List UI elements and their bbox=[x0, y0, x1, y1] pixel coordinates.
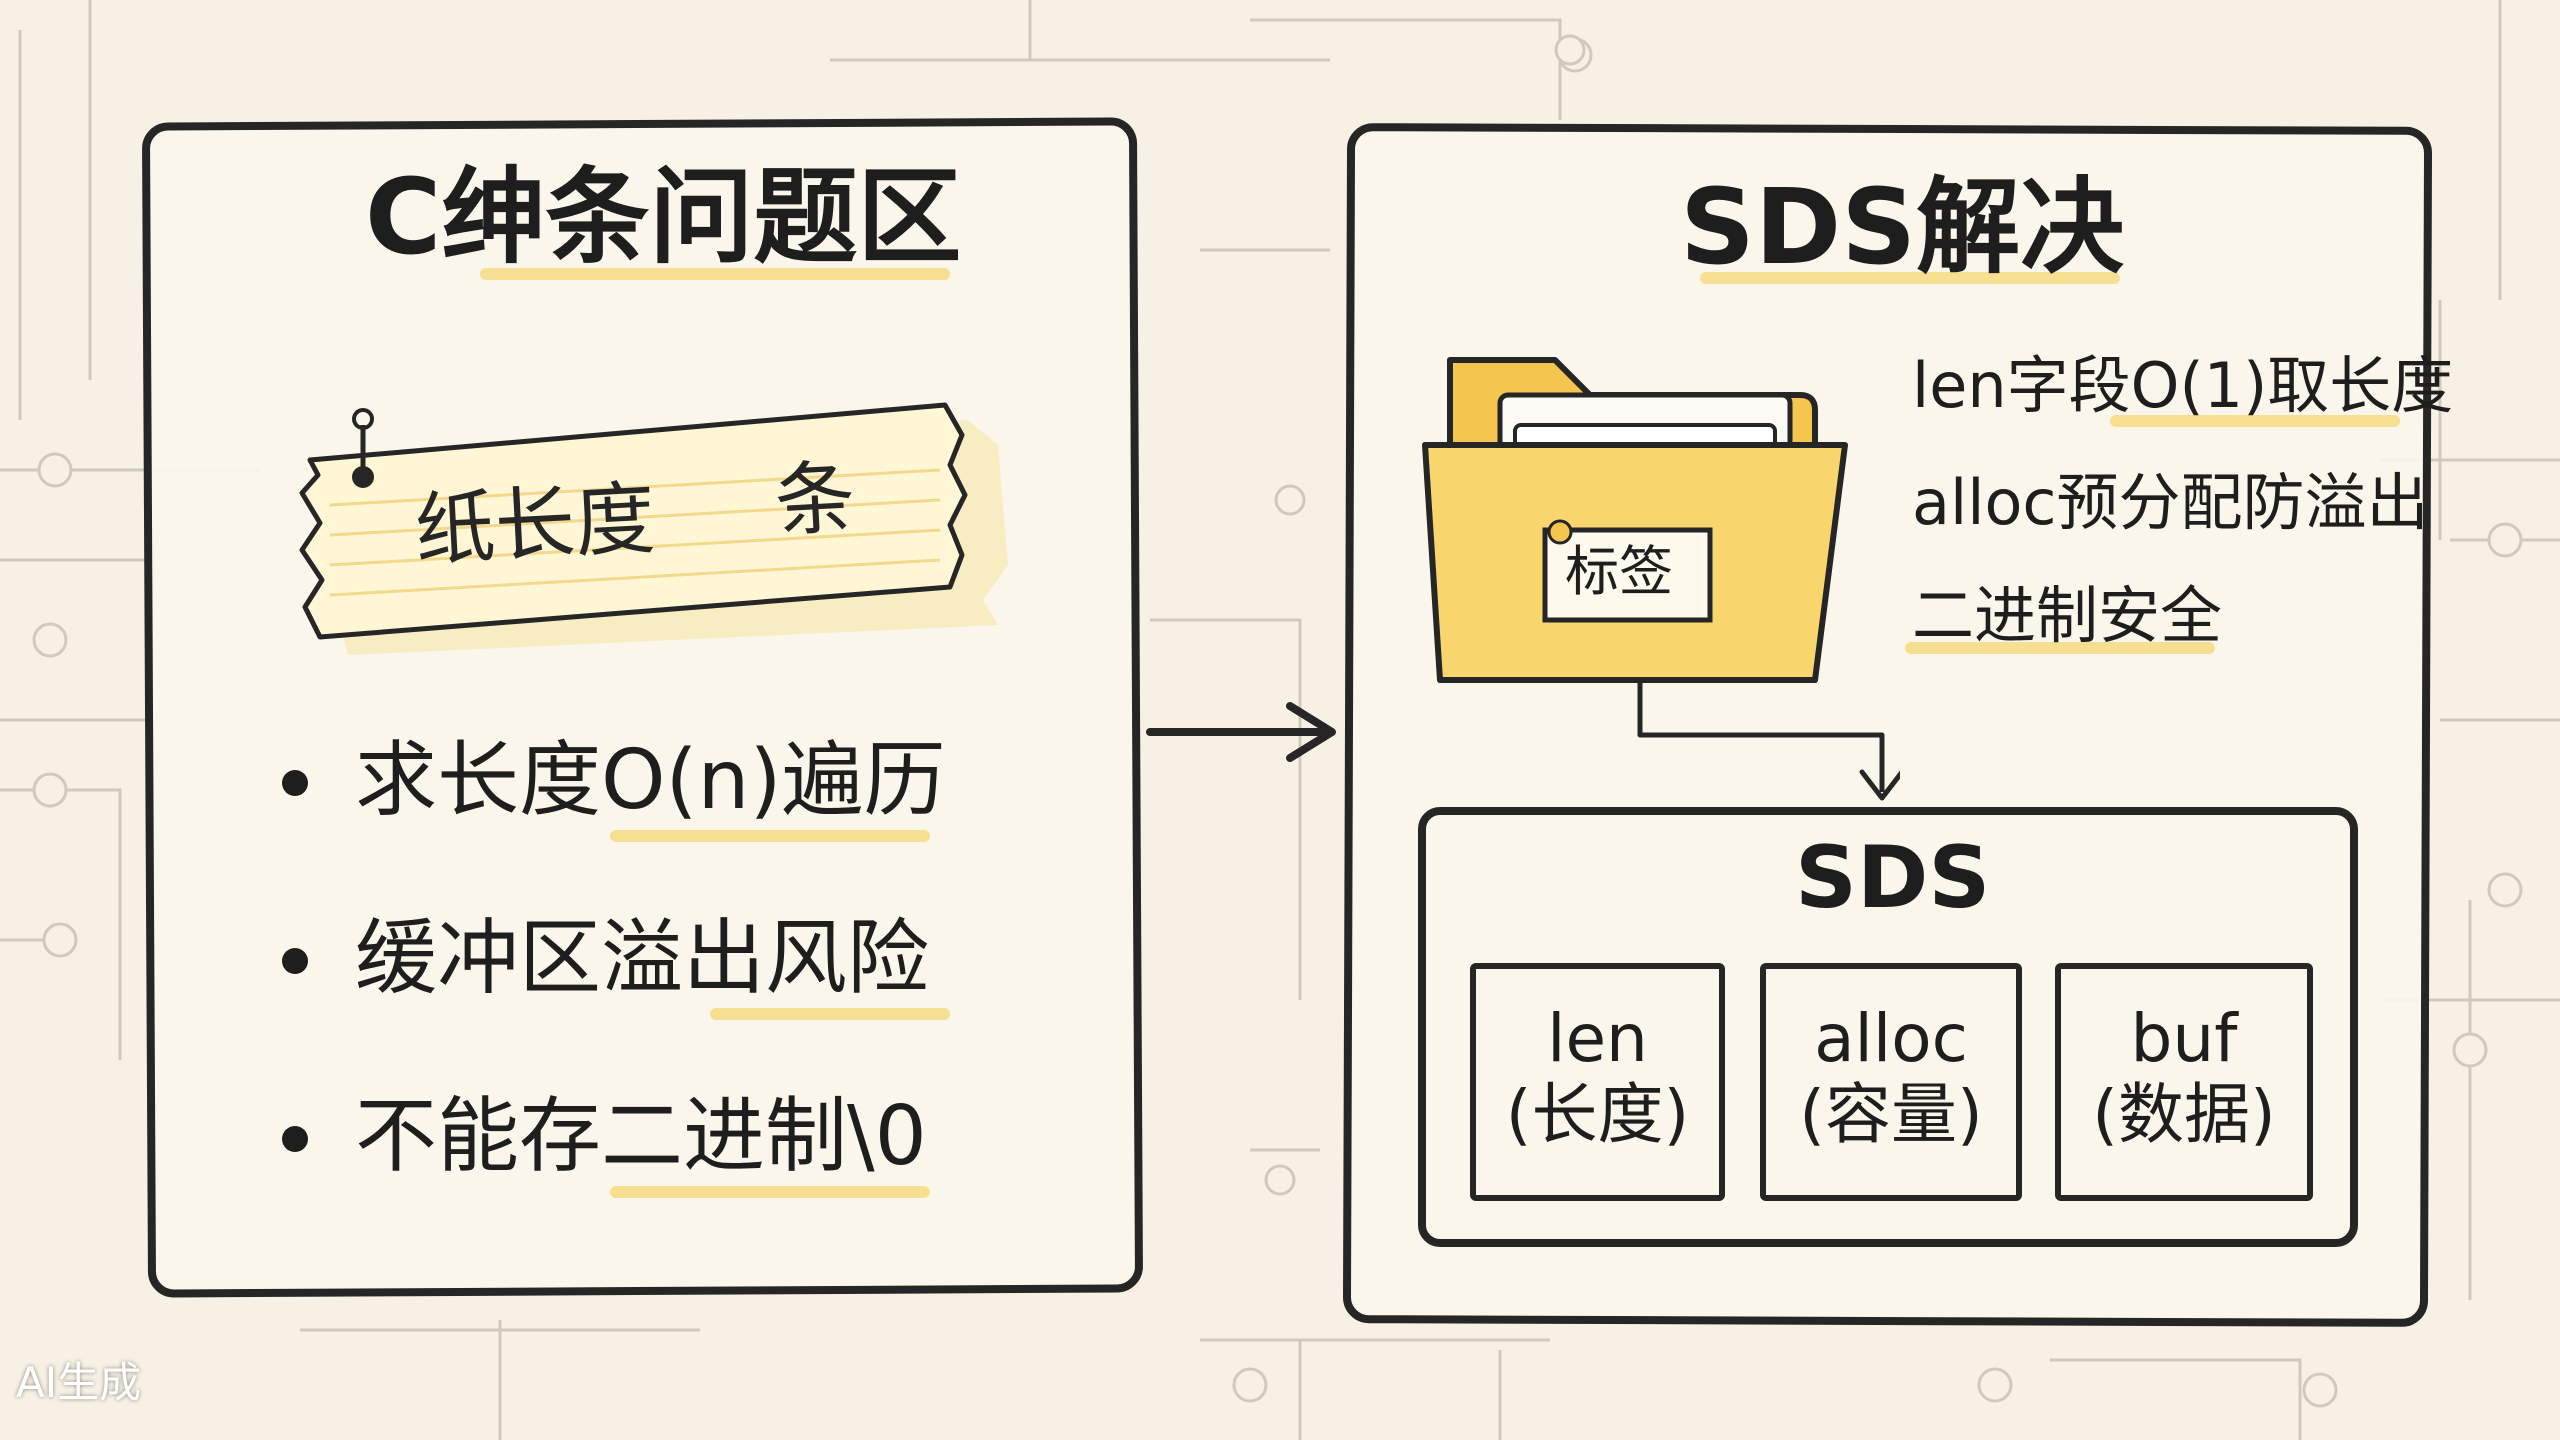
feature-len-field: len字段O(1)取长度 bbox=[1912, 349, 2454, 422]
bullet-underline bbox=[610, 1186, 930, 1198]
bullet-underline bbox=[710, 1008, 950, 1020]
folder-icon bbox=[1422, 357, 1848, 710]
left-title-underline bbox=[480, 268, 950, 280]
note-label-right: 条 bbox=[772, 450, 858, 549]
bullet-dot bbox=[282, 948, 308, 974]
bullet-item-binary-unsafe: 不能存二进制\0 bbox=[355, 1089, 927, 1184]
arrow-down-icon bbox=[1637, 690, 1900, 801]
feature-alloc-prealloc: alloc预分配防溢出 bbox=[1912, 466, 2429, 539]
bullet-item-linear-length: 求长度O(n)遍历 bbox=[355, 733, 946, 828]
folder-tag-label: 标签 bbox=[1565, 540, 1673, 603]
bullet-item-buffer-overflow: 缓冲区溢出风险 bbox=[355, 911, 930, 1006]
field-name: alloc bbox=[1814, 1000, 1968, 1077]
field-name: len bbox=[1547, 1000, 1648, 1077]
feature-underline bbox=[2110, 415, 2400, 427]
note-label-left: 纸长度 bbox=[412, 471, 658, 578]
sds-field-alloc: alloc (容量) bbox=[1760, 963, 2022, 1201]
arrow-right-icon bbox=[1146, 702, 1336, 762]
field-desc: (长度) bbox=[1505, 1075, 1690, 1153]
sds-field-len: len (长度) bbox=[1470, 963, 1725, 1201]
feature-underline bbox=[1905, 642, 2215, 654]
field-desc: (容量) bbox=[1799, 1075, 1983, 1153]
sds-struct-label: SDS bbox=[1795, 828, 1991, 928]
bullet-dot bbox=[282, 1126, 308, 1152]
field-name: buf bbox=[2130, 1000, 2238, 1077]
right-panel-title: SDS解决 bbox=[1680, 166, 2125, 288]
sds-field-buf: buf (数据) bbox=[2055, 963, 2313, 1201]
bullet-dot bbox=[282, 770, 308, 796]
ai-generated-watermark: AI生成 bbox=[16, 1358, 142, 1407]
field-desc: (数据) bbox=[2092, 1075, 2276, 1153]
feature-binary-safe: 二进制安全 bbox=[1912, 579, 2223, 652]
bullet-underline bbox=[610, 830, 930, 842]
paper-strip-note bbox=[299, 402, 1008, 655]
left-panel-title: C绅条问题区 bbox=[365, 156, 962, 278]
right-title-underline bbox=[1700, 272, 2120, 284]
pushpin-icon bbox=[352, 408, 374, 488]
